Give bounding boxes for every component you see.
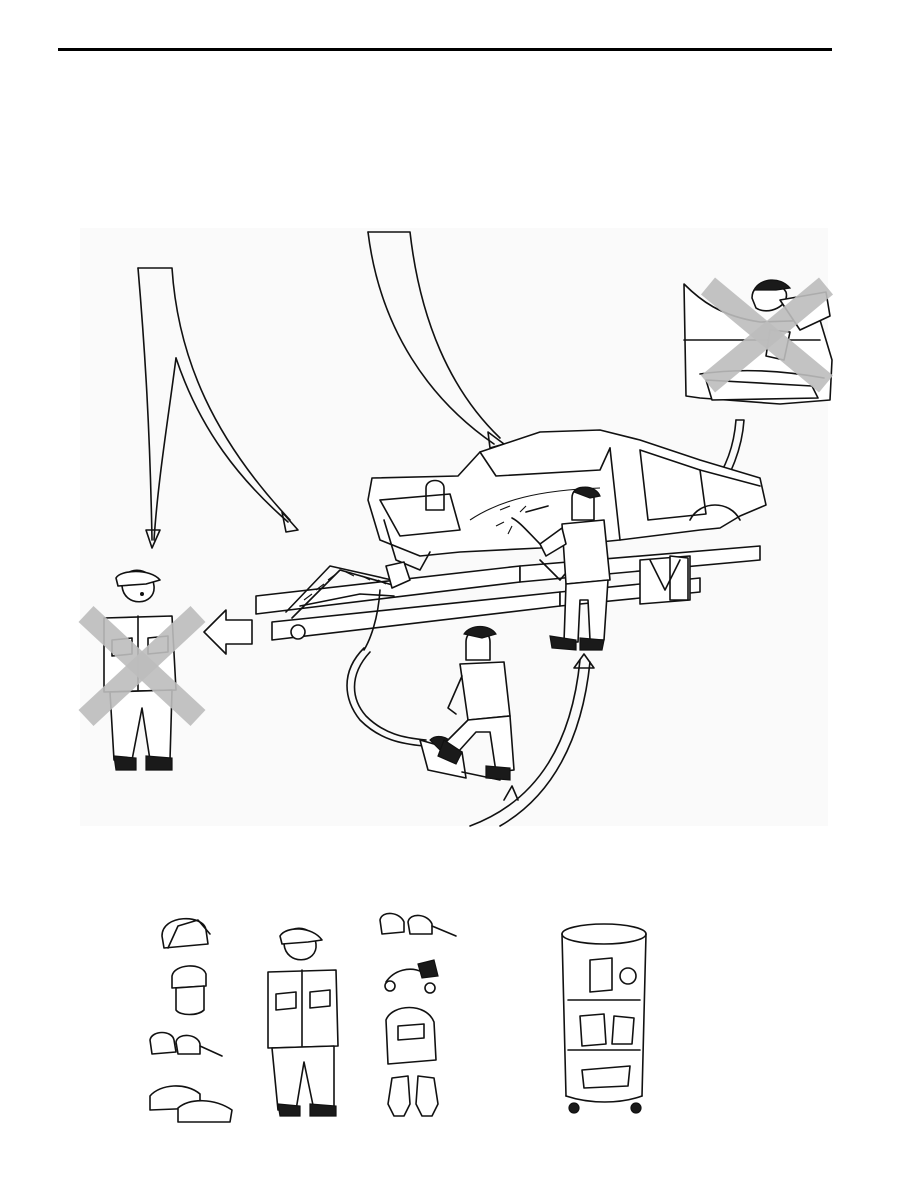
callout-arrow-left	[137, 267, 299, 549]
callout-arrow-bottom	[469, 653, 595, 827]
goggles-icon	[149, 1031, 223, 1057]
gloves-icon	[387, 1075, 439, 1117]
safety-shoes-icon	[149, 1085, 233, 1123]
worker-welding	[495, 486, 611, 651]
worker-pump-operator	[437, 625, 515, 781]
hydraulic-hose	[346, 647, 427, 747]
prohibition-cross-bystander	[78, 605, 206, 727]
frame-straightener-rails	[255, 545, 761, 641]
prohibition-cross-under-car	[700, 277, 834, 393]
pull-chain-assembly	[285, 561, 411, 651]
ear-protection-icon	[384, 959, 439, 994]
helmet-icon	[161, 917, 211, 949]
face-shield-icon	[171, 965, 207, 1016]
pull-direction-arrow	[203, 609, 253, 655]
tool-cart-icon	[561, 923, 647, 1114]
callout-arrow-center	[367, 231, 505, 449]
work-uniform-figure	[267, 927, 339, 1117]
header-rule	[58, 48, 832, 51]
welding-mask-icon	[385, 1006, 437, 1065]
welding-glasses-icon	[379, 912, 457, 937]
car-body-shell	[367, 429, 767, 571]
